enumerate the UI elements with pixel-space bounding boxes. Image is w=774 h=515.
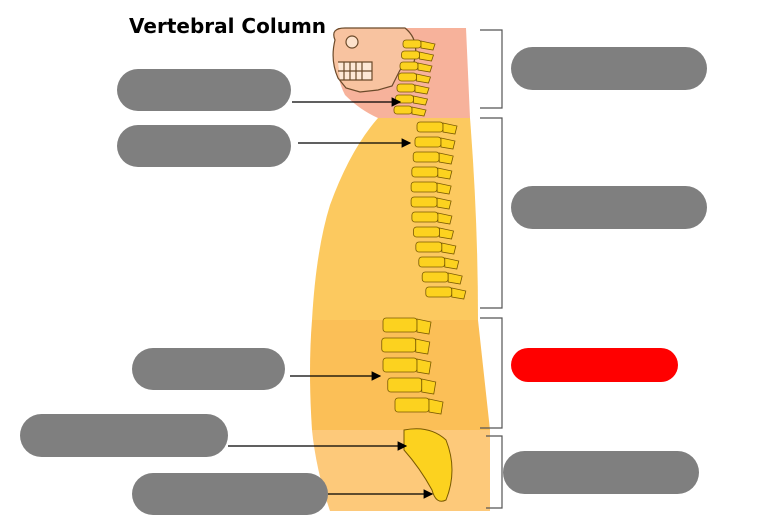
- sacral-region: [312, 430, 490, 511]
- bracket-sacral: [486, 435, 503, 509]
- spinous-process: [438, 152, 454, 165]
- spinous-process: [416, 73, 432, 84]
- spinous-process: [444, 257, 460, 270]
- vertebra: [412, 151, 440, 163]
- spinous-process: [411, 106, 427, 117]
- bracket-lumbar: [480, 317, 503, 429]
- spinous-process: [451, 287, 467, 300]
- bracket-cervical: [480, 29, 503, 109]
- spinous-process: [421, 378, 437, 395]
- spinous-process: [420, 40, 436, 51]
- vertebra: [394, 397, 430, 413]
- spinous-process: [440, 137, 456, 150]
- spinous-process: [416, 358, 432, 375]
- vertebra: [414, 136, 442, 148]
- vertebra: [402, 39, 422, 49]
- sacrum: [403, 428, 453, 502]
- vertebra: [418, 256, 446, 268]
- label-box-right-3[interactable]: [511, 348, 678, 382]
- vertebra: [401, 50, 420, 60]
- spinous-process: [437, 212, 453, 225]
- vertebra: [411, 166, 439, 178]
- vertebra: [381, 337, 417, 353]
- label-box-left-4[interactable]: [20, 414, 228, 457]
- label-box-right-4[interactable]: [503, 451, 699, 494]
- spinous-process: [419, 51, 435, 62]
- vertebra: [382, 317, 418, 333]
- vertebra: [411, 211, 439, 223]
- label-box-left-1[interactable]: [117, 69, 291, 111]
- vertebra: [421, 271, 449, 283]
- bracket-thoracic: [480, 117, 503, 309]
- spinous-process: [447, 272, 463, 285]
- vertebra: [415, 241, 443, 253]
- spinous-process: [439, 227, 454, 240]
- spinous-process: [417, 62, 433, 73]
- pointer-arrows: [228, 97, 434, 499]
- label-box-right-2[interactable]: [511, 186, 707, 229]
- spinous-process: [415, 338, 431, 355]
- spinous-process: [436, 182, 452, 195]
- spinous-process: [441, 242, 457, 255]
- lumbar-region: [310, 320, 490, 430]
- label-box-left-3[interactable]: [132, 348, 285, 390]
- vertebra: [413, 226, 440, 238]
- label-box-left-5[interactable]: [132, 473, 328, 515]
- section-brackets: [480, 29, 503, 509]
- spinous-process: [413, 95, 429, 106]
- diagram-title: Vertebral Column: [129, 14, 327, 38]
- vertebra: [382, 357, 418, 373]
- vertebra: [399, 61, 419, 71]
- spinous-process: [428, 398, 444, 415]
- vertebra: [425, 286, 453, 298]
- spinous-process: [436, 197, 452, 210]
- spinous-process: [437, 167, 453, 180]
- vertebra: [410, 181, 438, 193]
- label-box-left-2[interactable]: [117, 125, 291, 167]
- vertebra: [387, 377, 423, 393]
- vertebra: [398, 72, 417, 82]
- vertebrae-group: [381, 39, 467, 502]
- spinous-process: [416, 318, 432, 335]
- label-box-right-1[interactable]: [511, 47, 707, 90]
- skull: [332, 27, 417, 93]
- vertebra: [393, 105, 413, 115]
- spinous-process: [442, 122, 458, 135]
- vertebra: [410, 196, 438, 208]
- vertebra: [396, 83, 416, 93]
- vertebra: [416, 121, 444, 133]
- spinous-process: [414, 84, 430, 95]
